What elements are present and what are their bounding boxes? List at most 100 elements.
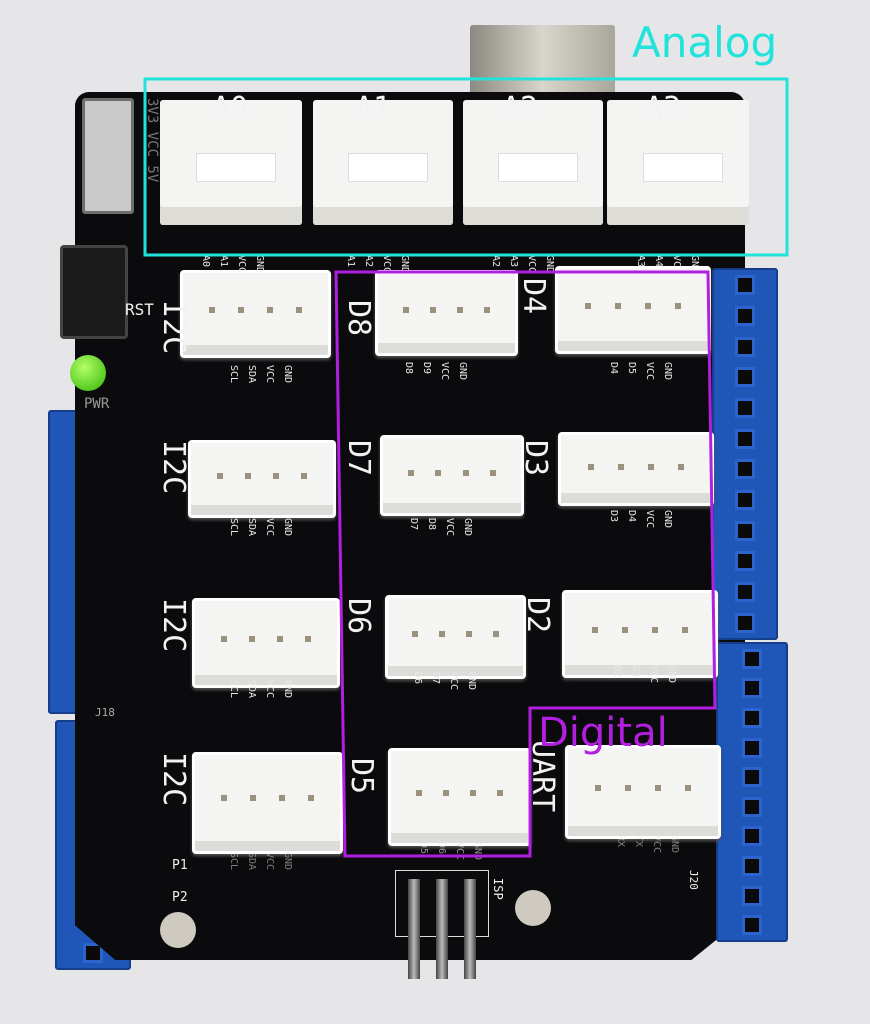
pin-label: D3 <box>608 510 619 523</box>
j20-label: J20 <box>687 870 700 890</box>
header-right-top <box>712 268 778 640</box>
pin-label: GND <box>662 362 673 381</box>
port-label: I2C <box>156 598 191 653</box>
analog-port-a1[interactable] <box>313 100 453 225</box>
isp-label: ISP <box>491 878 505 900</box>
pin-label: A2 <box>490 255 501 268</box>
port-label: A2 <box>502 91 539 126</box>
pin-label: VCC <box>439 362 450 381</box>
digital-port-d6[interactable] <box>385 595 526 679</box>
reset-button[interactable] <box>60 245 128 339</box>
digital-port-d7[interactable] <box>380 435 524 516</box>
pin-label: A3 <box>635 255 646 268</box>
pin-label: D4 <box>608 362 619 375</box>
port-label: D2 <box>520 597 555 634</box>
analog-port-a2[interactable] <box>463 100 603 225</box>
pin-label: VCC <box>264 518 275 537</box>
analog-port-a3[interactable] <box>607 100 749 225</box>
pin-label: GND <box>669 835 680 854</box>
pin-label: D5 <box>626 362 637 375</box>
power-label: PWR <box>84 396 110 412</box>
pin-label: VCC <box>448 672 459 691</box>
digital-port-d3[interactable] <box>558 432 714 506</box>
pin-label: VCC <box>236 255 247 274</box>
power-led <box>70 355 106 391</box>
pin-label: D5 <box>418 842 429 855</box>
pin-label: D3 <box>630 665 641 678</box>
pin-label: SDA <box>246 852 257 871</box>
p1-label: P1 <box>172 858 188 873</box>
voltage-label: 3V3_VCC_5V <box>144 98 160 183</box>
pin-label: VCC <box>264 680 275 699</box>
i2c-port-4[interactable] <box>192 752 343 854</box>
pin-labels-a3: A3 A4 VCC GND <box>635 255 700 274</box>
usb-connector <box>470 25 615 97</box>
pin-label: D8 <box>426 518 437 531</box>
port-label: D3 <box>518 440 553 477</box>
analog-port-a0[interactable] <box>160 100 302 225</box>
digital-region-box <box>334 270 717 858</box>
pin-label: SDA <box>246 680 257 699</box>
port-label: D7 <box>341 440 376 477</box>
port-label: A3 <box>645 91 682 126</box>
port-label: A0 <box>212 91 249 126</box>
pin-label: GND <box>662 510 673 529</box>
isp-header <box>395 870 489 979</box>
pin-label: A3 <box>508 255 519 268</box>
digital-annotation-label: Digital <box>538 710 668 756</box>
pin-label: GND <box>472 842 483 861</box>
pin-label: GND <box>689 255 700 274</box>
pin-label: GND <box>282 680 293 699</box>
pin-label: D4 <box>626 510 637 523</box>
pin-label: D6 <box>412 672 423 685</box>
pin-label: GND <box>254 255 265 274</box>
mounting-hole <box>160 912 196 948</box>
pin-label: A4 <box>653 255 664 268</box>
pin-label: A1 <box>345 255 356 268</box>
pin-label: D7 <box>430 672 441 685</box>
pin-label: VCC <box>644 510 655 529</box>
port-label: D5 <box>344 758 379 795</box>
pin-label: D6 <box>436 842 447 855</box>
pin-label: SDA <box>246 365 257 384</box>
pin-label: SDA <box>246 518 257 537</box>
pin-label: RX <box>615 835 626 848</box>
pin-label: VCC <box>651 835 662 854</box>
pin-label: VCC <box>526 255 537 274</box>
i2c-port-2[interactable] <box>188 440 336 518</box>
pin-label: GND <box>457 362 468 381</box>
port-label: I2C <box>156 440 191 495</box>
digital-port-d5[interactable] <box>388 748 531 846</box>
i2c-port-1[interactable] <box>180 270 331 358</box>
pin-label: VCC <box>444 518 455 537</box>
digital-port-d2[interactable] <box>562 590 718 678</box>
pin-label: GND <box>282 852 293 871</box>
pin-label: D9 <box>421 362 432 375</box>
pin-label: GND <box>399 255 410 274</box>
analog-region-box <box>143 77 789 257</box>
digital-port-d4[interactable] <box>555 266 711 354</box>
pin-label: TX <box>633 835 644 848</box>
pin-label: VCC <box>264 852 275 871</box>
pin-label: D8 <box>403 362 414 375</box>
reset-label: RST <box>125 300 154 319</box>
pin-label: D7 <box>408 518 419 531</box>
pin-label: VCC <box>671 255 682 274</box>
port-label: A1 <box>355 91 392 126</box>
pin-label: SCL <box>228 852 239 871</box>
voltage-switch[interactable] <box>82 98 134 214</box>
pin-label: GND <box>544 255 555 274</box>
i2c-port-3[interactable] <box>192 598 340 688</box>
port-label: I2C <box>156 752 191 807</box>
pin-label: VCC <box>264 365 275 384</box>
header-right-bottom <box>716 642 788 942</box>
pin-label: VCC <box>381 255 392 274</box>
uart-port[interactable] <box>565 745 721 839</box>
